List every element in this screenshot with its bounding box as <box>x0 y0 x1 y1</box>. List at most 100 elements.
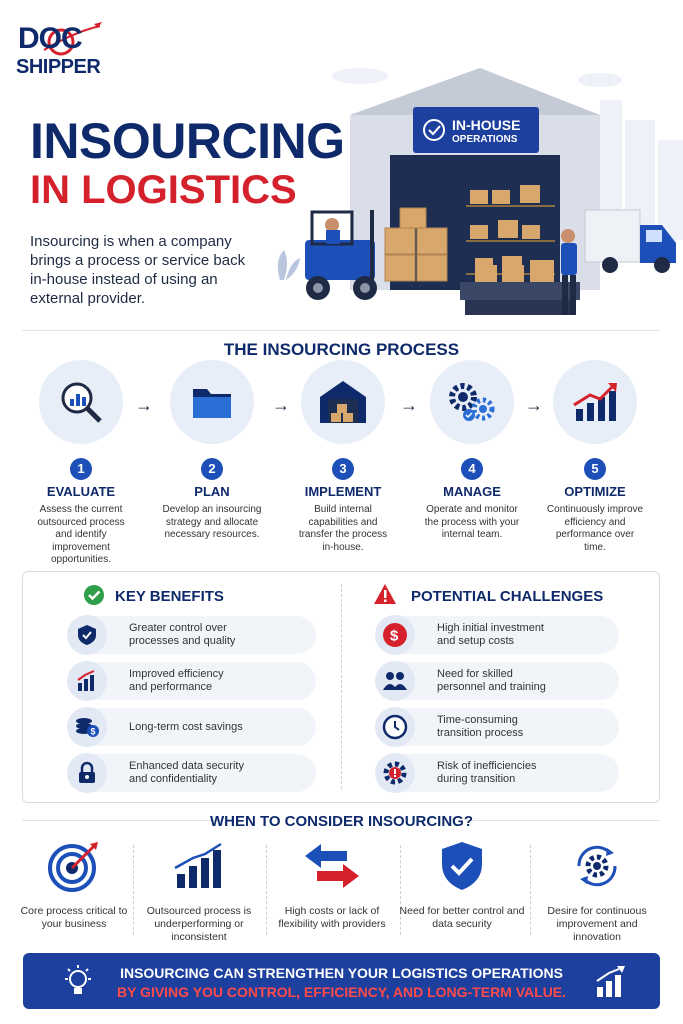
divider <box>22 330 660 331</box>
consider-text: Outsourced process is underperforming or… <box>146 905 252 943</box>
logo-bottom-text: SHIPPER <box>16 56 101 78</box>
benefits-challenges-panel: KEY BENEFITS POTENTIAL CHALLENGES Greate… <box>22 571 660 803</box>
separator <box>400 845 401 935</box>
in-house-sign <box>413 107 539 153</box>
step-label: EVALUATE <box>46 484 116 499</box>
challenge-item: Need for skilled personnel and training <box>375 661 619 701</box>
bar-chart-icon <box>67 661 107 701</box>
consider-text: High costs or lack of flexibility with p… <box>278 905 386 930</box>
benefit-text: Long-term cost savings <box>129 720 243 733</box>
page-subtitle: IN LOGISTICS <box>30 168 297 212</box>
step-number: 1 <box>70 458 92 480</box>
bottom-banner: INSOURCING CAN STRENGTHEN YOUR LOGISTICS… <box>23 953 660 1009</box>
growth-chart-icon <box>596 966 625 997</box>
divider <box>465 820 660 821</box>
step-desc: Assess the current outsourced process an… <box>37 504 125 565</box>
warehouse-icon <box>301 360 385 444</box>
step-label: IMPLEMENT <box>304 484 382 499</box>
sign-line2: OPERATIONS <box>452 134 518 145</box>
panel-divider <box>341 584 342 789</box>
process-step-manage: 4 MANAGE Operate and monitor the process… <box>412 360 532 542</box>
challenge-item: Time-consuming transition process <box>375 707 619 747</box>
challenge-text: High initial investment and setup costs <box>437 622 544 647</box>
arrow-right-icon: → <box>525 395 543 415</box>
arrow-right-icon: → <box>400 395 418 415</box>
warehouse-illustration: IN-HOUSE OPERATIONS <box>270 60 683 325</box>
sign-line1: IN-HOUSE <box>452 117 521 133</box>
step-number: 3 <box>332 458 354 480</box>
challenge-item: $ High initial investment and setup cost… <box>375 615 619 655</box>
benefits-title: KEY BENEFITS <box>115 588 224 605</box>
gears-icon <box>430 360 514 444</box>
gear-alert-icon <box>375 753 415 793</box>
separator <box>266 845 267 935</box>
benefit-text: Greater control over processes and quali… <box>129 622 236 647</box>
consider-item: Outsourced process is underperforming or… <box>134 840 264 944</box>
coins-icon: $ <box>67 707 107 747</box>
process-title: THE INSOURCING PROCESS <box>223 340 460 359</box>
benefit-item: Greater control over processes and quali… <box>67 615 316 655</box>
benefit-item: Enhanced data security and confidentiali… <box>67 753 316 793</box>
separator <box>133 845 134 935</box>
banner-line2: BY GIVING YOU CONTROL, EFFICIENCY, AND L… <box>116 984 567 1000</box>
consider-item: High costs or lack of flexibility with p… <box>267 840 397 931</box>
swap-arrows-icon <box>305 844 359 888</box>
challenge-text: Need for skilled personnel and training <box>437 668 546 693</box>
magnifier-chart-icon <box>39 360 123 444</box>
check-circle-icon <box>84 585 104 605</box>
step-label: PLAN <box>194 484 230 499</box>
benefit-text: Improved efficiency and performance <box>129 668 224 693</box>
consider-item: Desire for continuous improvement and in… <box>532 840 662 944</box>
challenge-text: Risk of inefficiencies during transition <box>437 760 537 785</box>
banner-line1: INSOURCING CAN STRENGTHEN YOUR LOGISTICS… <box>120 965 563 981</box>
step-number: 5 <box>584 458 606 480</box>
consider-item: Need for better control and data securit… <box>397 840 527 931</box>
gear-cycle-icon <box>577 845 617 887</box>
logo-globe-icon <box>43 22 102 56</box>
challenge-item: Risk of inefficiencies during transition <box>375 753 619 793</box>
warning-icon <box>374 584 396 604</box>
benefit-item: $ Long-term cost savings <box>67 707 316 747</box>
benefit-text: Enhanced data security and confidentiali… <box>129 760 244 785</box>
challenges-title: POTENTIAL CHALLENGES <box>411 588 604 605</box>
step-desc: Operate and monitor the process with you… <box>424 504 520 540</box>
people-icon <box>375 661 415 701</box>
shield-check-icon <box>67 615 107 655</box>
folder-icon <box>170 360 254 444</box>
arrow-right-icon: → <box>135 395 153 415</box>
benefit-item: Improved efficiency and performance <box>67 661 316 701</box>
consider-text: Desire for continuous improvement and in… <box>547 905 647 943</box>
clock-icon <box>375 707 415 747</box>
step-label: MANAGE <box>443 484 501 499</box>
process-step-plan: 2 PLAN Develop an insourcing strategy an… <box>152 360 272 542</box>
step-desc: Develop an insourcing strategy and alloc… <box>162 504 262 540</box>
divider <box>22 820 222 821</box>
step-label: OPTIMIZE <box>564 484 626 499</box>
challenge-text: Time-consuming transition process <box>437 714 524 739</box>
process-step-implement: 3 IMPLEMENT Build internal capabilities … <box>283 360 403 554</box>
lightbulb-icon <box>65 965 91 994</box>
intro-text: Insourcing is when a company brings a pr… <box>30 233 246 307</box>
separator <box>530 845 531 935</box>
lock-icon <box>67 753 107 793</box>
step-number: 4 <box>461 458 483 480</box>
svg-text:$: $ <box>390 628 399 645</box>
consider-title: WHEN TO CONSIDER INSOURCING? <box>209 813 474 830</box>
bar-chart-up-icon <box>174 842 222 888</box>
doc-shipper-logo: DOC SHIPPER <box>14 22 104 92</box>
step-desc: Build internal capabilities and transfer… <box>298 504 388 553</box>
svg-text:$: $ <box>91 727 96 737</box>
step-desc: Continuously improve efficiency and perf… <box>546 504 644 553</box>
consider-text: Need for better control and data securit… <box>399 905 525 930</box>
dollar-icon: $ <box>375 615 415 655</box>
consider-text: Core process critical to your business <box>20 905 128 930</box>
shield-check-icon <box>442 842 482 890</box>
logo-top-text: DOC <box>18 22 83 55</box>
page-title: INSOURCING <box>30 113 345 169</box>
step-number: 2 <box>201 458 223 480</box>
growth-chart-icon <box>553 360 637 444</box>
process-step-evaluate: 1 EVALUATE Assess the current outsourced… <box>21 360 141 567</box>
process-step-optimize: 5 OPTIMIZE Continuously improve efficien… <box>535 360 655 554</box>
target-icon <box>48 842 98 892</box>
arrow-right-icon: → <box>272 395 290 415</box>
